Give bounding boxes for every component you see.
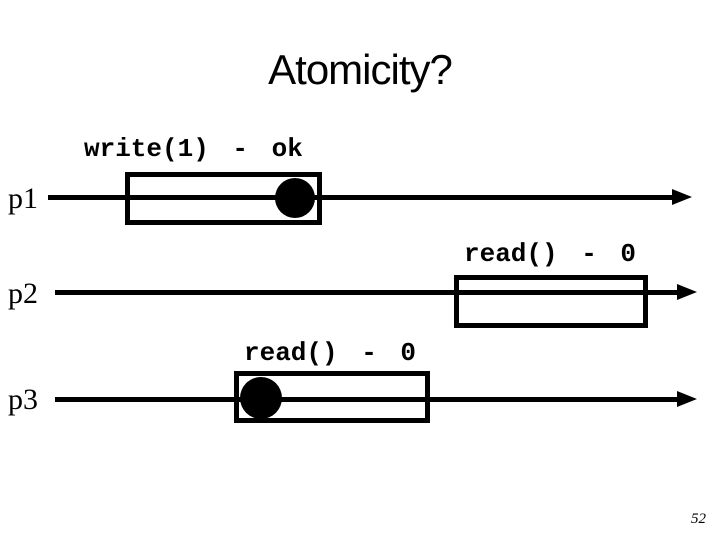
process-label-p1: p1: [8, 182, 38, 215]
timeline-p2: [55, 290, 679, 295]
operation-interval-box-p1: [125, 172, 322, 225]
page-number: 52: [691, 511, 706, 527]
timeline-p3-arrowhead-icon: [677, 391, 697, 407]
timeline-p1-arrowhead-icon: [672, 189, 692, 205]
process-label-p2: p2: [8, 277, 38, 310]
operation-label-p3-read: read() - 0: [244, 338, 417, 368]
timeline-p1: [48, 195, 674, 200]
timeline-p3: [55, 397, 679, 402]
commit-point-dot-p3: [240, 377, 282, 419]
commit-point-dot-p1: [275, 178, 315, 218]
operation-label-p2-read: read() - 0: [464, 239, 637, 269]
operation-label-p1-write: write(1) - ok: [84, 134, 303, 164]
operation-interval-box-p2: [454, 275, 648, 328]
slide-title: Atomicity?: [268, 46, 453, 93]
process-label-p3: p3: [8, 383, 38, 416]
operation-interval-box-p3: [234, 371, 430, 423]
timeline-p2-arrowhead-icon: [677, 284, 697, 300]
